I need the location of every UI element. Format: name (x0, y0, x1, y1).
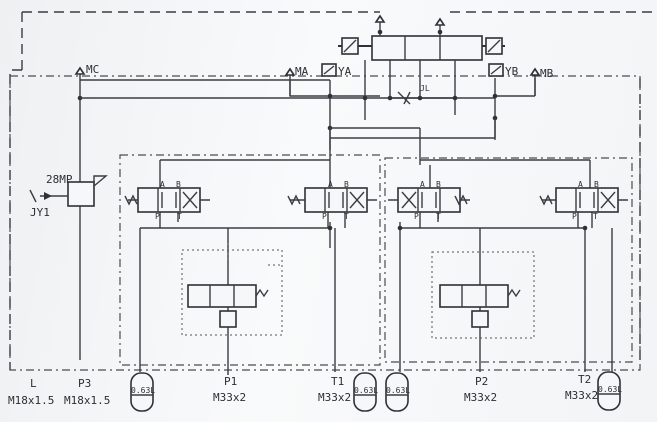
label-mb: MB (540, 67, 554, 80)
port-p3-label: P3 (78, 377, 92, 390)
port-t2-thread: M33x2 (565, 389, 599, 402)
accumulator-3 (385, 372, 409, 412)
label-28mp: 28MP (46, 173, 73, 186)
port-p3-thread: M18x1.5 (64, 394, 111, 407)
pressure-switch-jy1 (29, 175, 108, 207)
double-cylinder (338, 14, 505, 61)
valve4-port-t: T (593, 212, 598, 221)
port-t1-label: T1 (331, 375, 345, 388)
valve3-port-b: B (436, 180, 441, 189)
label-jl: JL (420, 84, 430, 93)
accumulator-1 (130, 372, 154, 412)
accumulator-3-label: 0.63L (386, 386, 411, 395)
module-1-boundary (119, 154, 381, 366)
accumulator-2-label: 0.63L (354, 386, 379, 395)
module-2-boundary (384, 157, 633, 363)
label-jy1: JY1 (30, 206, 50, 219)
port-p1-label: P1 (224, 375, 238, 388)
port-l-label: L (30, 377, 37, 390)
valve1-port-b: B (176, 180, 181, 189)
valve3-port-a: A (420, 180, 425, 189)
outer-boundary (9, 11, 655, 370)
accumulator-4-label: 0.63L (598, 385, 623, 394)
directional-valve-2 (287, 187, 377, 228)
valve3-port-p: P (414, 212, 419, 221)
throttle-jl (397, 91, 411, 105)
directional-valve-4 (539, 187, 628, 228)
valve3-port-t: T (436, 212, 441, 221)
relief-valve-2 (431, 251, 535, 339)
port-p2-thread: M33x2 (464, 391, 498, 404)
valve4-port-b: B (594, 180, 599, 189)
valve1-port-t: T (177, 212, 182, 221)
valve4-port-a: A (578, 180, 583, 189)
relief-valve-1 (181, 243, 283, 336)
port-t2-label: T2 (578, 373, 592, 386)
port-p1-thread: M33x2 (213, 391, 247, 404)
port-p2-label: P2 (475, 375, 489, 388)
valve2-port-p: P (322, 212, 327, 221)
valve2-port-b: B (344, 180, 349, 189)
valve2-port-t: T (344, 212, 349, 221)
valve1-port-p: P (155, 212, 160, 221)
port-t1-thread: M33x2 (318, 391, 352, 404)
valve1-port-a: A (160, 180, 165, 189)
label-mc: MC (86, 63, 100, 76)
valve2-port-a: A (328, 180, 333, 189)
label-ma: MA (295, 65, 309, 78)
directional-valve-3 (388, 187, 470, 228)
block-boundary (9, 75, 641, 371)
accumulator-2 (353, 372, 377, 412)
accumulator-1-label: 0.63L (131, 386, 156, 395)
accumulator-4 (597, 371, 621, 411)
label-yb: YB (505, 65, 519, 78)
directional-valve-1 (124, 187, 210, 228)
valve4-port-p: P (572, 212, 577, 221)
label-ya: YA (338, 65, 352, 78)
port-l-thread: M18x1.5 (8, 394, 55, 407)
